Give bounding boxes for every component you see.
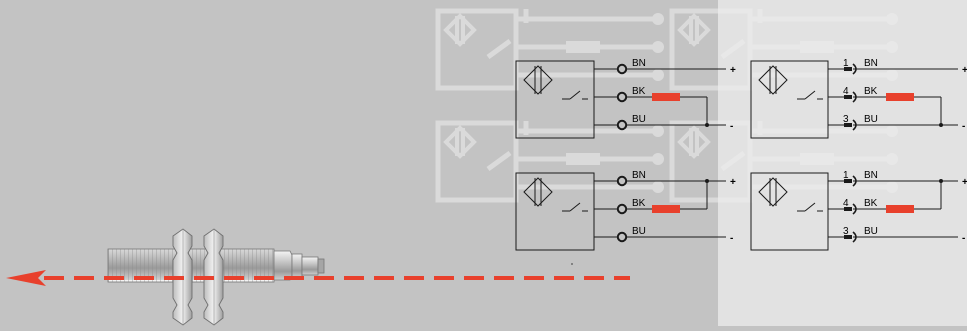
load-resistor [652, 93, 680, 101]
beam-arrowhead [6, 270, 46, 286]
wire-color-label: BU [864, 114, 878, 125]
terminal-circle [616, 175, 628, 187]
sensor-box [515, 60, 595, 139]
pin-arrow [844, 207, 852, 211]
wire-color-label: BU [632, 114, 646, 125]
ghost-switch [486, 150, 512, 172]
ghost-switch [486, 38, 512, 60]
sensor-box [515, 172, 595, 251]
detection-direction-arrow-icon [6, 270, 630, 286]
plus-sign: + [730, 177, 736, 188]
ghost-diagram-layer [435, 8, 898, 203]
pin-number-label: 3 [843, 226, 849, 237]
pin-arrow [844, 95, 852, 99]
sensor-neck [273, 250, 293, 281]
plus-sign: + [962, 65, 967, 76]
ghost-circuit [435, 120, 664, 203]
ghost-terminal [886, 125, 898, 137]
minus-sign: - [962, 121, 965, 132]
pin-number-label: 4 [843, 198, 849, 209]
pin-arrow [844, 123, 852, 127]
sensor-connector-ring [301, 256, 319, 276]
ghost-terminal [652, 181, 664, 193]
ghost-terminal [652, 13, 664, 25]
wire-color-label: BK [864, 198, 878, 209]
pin-arrow [844, 179, 852, 183]
pin-number-label: 1 [843, 170, 849, 181]
ghost-switch [720, 38, 746, 60]
switch-blade [569, 202, 581, 212]
inductive-proximity-sensor-icon-diamond [758, 177, 788, 207]
junction-dot [705, 123, 709, 127]
ghost-circuit [669, 8, 898, 91]
stray-dot [571, 263, 573, 265]
plus-sign: + [962, 177, 967, 188]
ghost-terminal [886, 181, 898, 193]
switch-blade [804, 90, 816, 100]
wire-color-label: BN [632, 58, 646, 69]
inductive-proximity-sensor-icon-diamond [758, 65, 788, 95]
circuit-left_top: BN + BK BU - [515, 58, 736, 139]
background-right [718, 0, 967, 326]
ghost-resistor [800, 153, 834, 165]
wire-color-label: BK [632, 198, 646, 209]
junction-dot [705, 179, 709, 183]
wire-color-label: BN [864, 170, 878, 181]
ghost-switch [720, 150, 746, 172]
minus-sign: - [962, 233, 965, 244]
wire-color-label: BK [632, 86, 646, 97]
ghost-terminal [886, 69, 898, 81]
wire-color-label: BU [864, 226, 878, 237]
pin-arrow [844, 235, 852, 239]
ghost-terminal [652, 125, 664, 137]
sensor-connector [291, 253, 303, 279]
load-resistor [886, 205, 914, 213]
plus-sign: + [730, 65, 736, 76]
junction-dot [939, 179, 943, 183]
load-resistor [886, 93, 914, 101]
ghost-terminal [652, 69, 664, 81]
circuit-right_bottom: 1 BN +4 BK 3 BU - [750, 170, 967, 251]
switch-blade [804, 202, 816, 212]
minus-sign: - [730, 121, 733, 132]
ghost-terminal [886, 13, 898, 25]
load-resistor [652, 205, 680, 213]
switch-blade [569, 90, 581, 100]
ghost-terminal [886, 153, 898, 165]
pin-arrow [844, 67, 852, 71]
sensor-box [750, 172, 829, 251]
ghost-terminal [886, 41, 898, 53]
ghost-resistor [566, 153, 600, 165]
wire-color-label: BN [864, 58, 878, 69]
terminal-circle [616, 63, 628, 75]
inductive-proximity-sensor-icon-diamond [523, 177, 553, 207]
sensor-connector-tip [317, 258, 325, 274]
ghost-circuit [435, 8, 664, 91]
ghost-circuit [669, 120, 898, 203]
wire-color-label: BN [632, 170, 646, 181]
ghost-terminal [652, 153, 664, 165]
terminal-circle [616, 119, 628, 131]
circuit-left_bottom: BN + BK BU - [515, 170, 736, 251]
circuit-right_top: 1 BN +4 BK 3 BU - [750, 58, 967, 139]
minus-sign: - [730, 233, 733, 244]
sensor-box [750, 60, 829, 139]
ghost-resistor [566, 41, 600, 53]
pin-number-label: 4 [843, 86, 849, 97]
junction-dot [939, 123, 943, 127]
terminal-circle [616, 91, 628, 103]
pin-number-label: 1 [843, 58, 849, 69]
wire-color-label: BU [632, 226, 646, 237]
wire-color-label: BK [864, 86, 878, 97]
pin-number-label: 3 [843, 114, 849, 125]
inductive-proximity-sensor-icon-diamond [523, 65, 553, 95]
ghost-resistor [800, 41, 834, 53]
terminal-circle [616, 203, 628, 215]
terminal-circle [616, 231, 628, 243]
ghost-terminal [652, 41, 664, 53]
